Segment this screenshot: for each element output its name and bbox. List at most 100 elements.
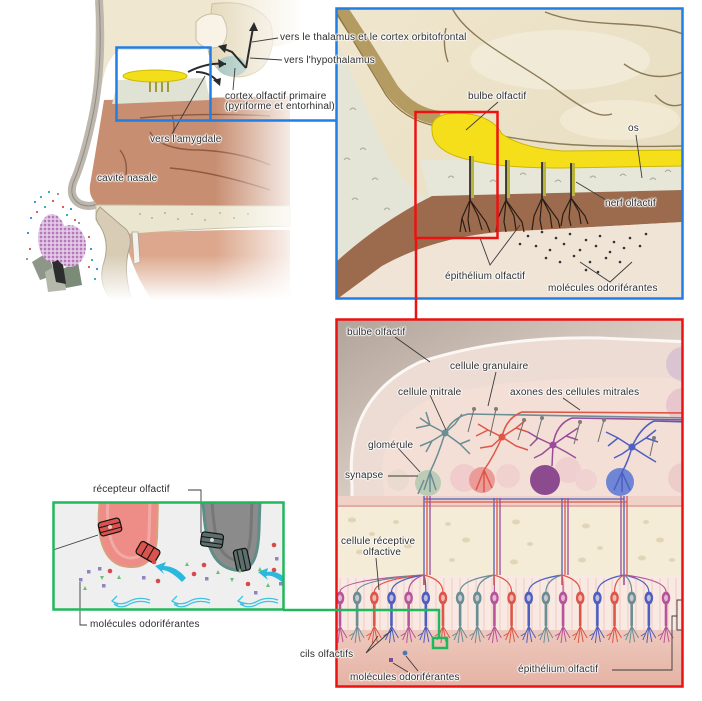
olfactory-cilia — [520, 625, 537, 644]
receptor-nucleus — [440, 594, 445, 602]
frame-receptor-large — [52, 501, 285, 611]
odor-molecule — [622, 246, 626, 250]
granule-cell-bodies — [472, 407, 656, 440]
receptor-cell — [493, 574, 520, 644]
olfactory-cilia — [469, 625, 485, 644]
olfactory-cilia — [348, 625, 365, 644]
odor-molecule — [594, 244, 598, 248]
label-receptor-cell-line2: olfactive — [363, 547, 402, 558]
dura-band — [336, 8, 442, 125]
receptor-nucleus — [561, 594, 566, 602]
odor-molecule — [584, 268, 588, 272]
receptor-nucleus — [406, 594, 411, 602]
label-to-thalamus: vers le thalamus et le cortex orbitofron… — [280, 32, 467, 43]
mitral-cell-teal — [415, 411, 471, 495]
nasal-overview-illustration — [0, 0, 336, 300]
receptor-nucleus — [612, 594, 617, 602]
arrow-to-thalamus — [245, 27, 254, 69]
receptor-dendrite — [423, 574, 444, 593]
receptor-nucleus — [646, 594, 651, 602]
receptor-cells — [336, 573, 674, 644]
receptor-closeup-illustration — [53, 502, 284, 610]
olfactory-cilia — [606, 625, 622, 644]
receptor-cell — [469, 574, 495, 644]
odor-molecule — [588, 260, 592, 264]
olfactory-cilia — [486, 625, 502, 644]
odor-molecule — [518, 242, 522, 246]
olfactory-cilia — [623, 625, 640, 644]
label-to-hypothalamus: vers l'hypothalamus — [284, 55, 375, 66]
frame-bulb-large — [335, 318, 684, 688]
frame-bulb-small — [414, 110, 499, 240]
pathway-arrows — [187, 22, 258, 86]
frame-overview-small — [115, 46, 212, 122]
mitral-cell-bodies — [441, 429, 636, 451]
odor-molecules-flower — [26, 191, 98, 280]
bone-pores — [348, 517, 675, 565]
label-olfactory-bulb: bulbe olfactif — [468, 91, 527, 102]
odor-molecule — [526, 234, 530, 238]
odor-molecule — [558, 260, 562, 264]
odor-molecule — [584, 238, 588, 242]
odor-molecule — [554, 236, 558, 240]
label-primary-cortex: cortex olfactif primaire — [225, 91, 327, 102]
odor-molecule — [596, 270, 600, 274]
label-section-olfactory-bulb: bulbe olfactif — [347, 327, 406, 338]
axon-bundles — [423, 496, 628, 585]
olfactory-cilia — [503, 625, 520, 644]
odor-molecule — [598, 234, 602, 238]
olfactory-cilia — [366, 625, 382, 644]
label-olfactory-epithelium: épithélium olfactif — [445, 271, 526, 282]
receptor-nucleus — [475, 594, 480, 602]
label-closeup-odor-molecules: molécules odoriférantes — [90, 619, 200, 630]
mitral-cell-blue — [605, 429, 659, 492]
receptor-protein — [199, 531, 225, 549]
airflow-arrows — [110, 595, 279, 608]
bone-layer — [336, 507, 683, 575]
odor-molecules-section — [389, 650, 408, 662]
label-olfactory-cilia: cils olfactifs — [300, 649, 354, 660]
label-receptor-cell: cellule réceptive — [341, 536, 416, 547]
olfactory-cilia — [400, 625, 417, 644]
receptor-protein — [135, 540, 161, 564]
olfactory-nerves — [459, 156, 589, 233]
odor-molecule — [562, 242, 566, 246]
olfactory-bulb-overview — [122, 69, 188, 83]
brain-gyri — [443, 8, 683, 148]
frame-overview-large — [335, 7, 684, 300]
receptor-nucleus — [355, 594, 360, 602]
bulb-section-illustration — [336, 319, 683, 687]
odor-molecules-region — [518, 230, 648, 274]
granule-cells — [467, 408, 655, 457]
label-mitral-axons: axones des cellules mitrales — [510, 387, 640, 398]
label-synapse: synapse — [345, 470, 384, 481]
odor-molecule — [540, 230, 544, 234]
receptor-nucleus — [543, 594, 548, 602]
olfactory-cilia — [451, 625, 468, 644]
odor-molecule — [628, 236, 632, 240]
receptor-cell — [423, 574, 451, 644]
label-glomerulus: glomérule — [368, 440, 414, 451]
overview-leader-lines — [171, 37, 283, 135]
label-nasal-cavity: cavité nasale — [97, 173, 158, 184]
label-to-amygdala: vers l'amygdale — [150, 134, 222, 145]
olfactory-fibers-overview — [149, 82, 169, 92]
olfactory-cilia — [554, 625, 571, 644]
odor-molecule — [618, 260, 622, 264]
receptor-dendrite — [493, 574, 513, 593]
receptor-protein — [97, 517, 123, 537]
odor-molecule — [578, 248, 582, 252]
odor-molecule — [608, 250, 612, 254]
region-leader-lines — [465, 101, 643, 283]
olfactory-cilia — [589, 625, 605, 644]
connector-receptor — [283, 608, 441, 638]
receptor-nucleus — [458, 594, 463, 602]
odor-molecule — [612, 240, 616, 244]
receptor-nucleus — [595, 594, 600, 602]
label-section-epithelium: épithélium olfactif — [518, 664, 599, 675]
label-olfactory-receptor: récepteur olfactif — [93, 484, 170, 495]
receptor-nucleus — [629, 594, 634, 602]
odor-molecule — [604, 256, 608, 260]
cribriform-plate — [420, 158, 683, 200]
